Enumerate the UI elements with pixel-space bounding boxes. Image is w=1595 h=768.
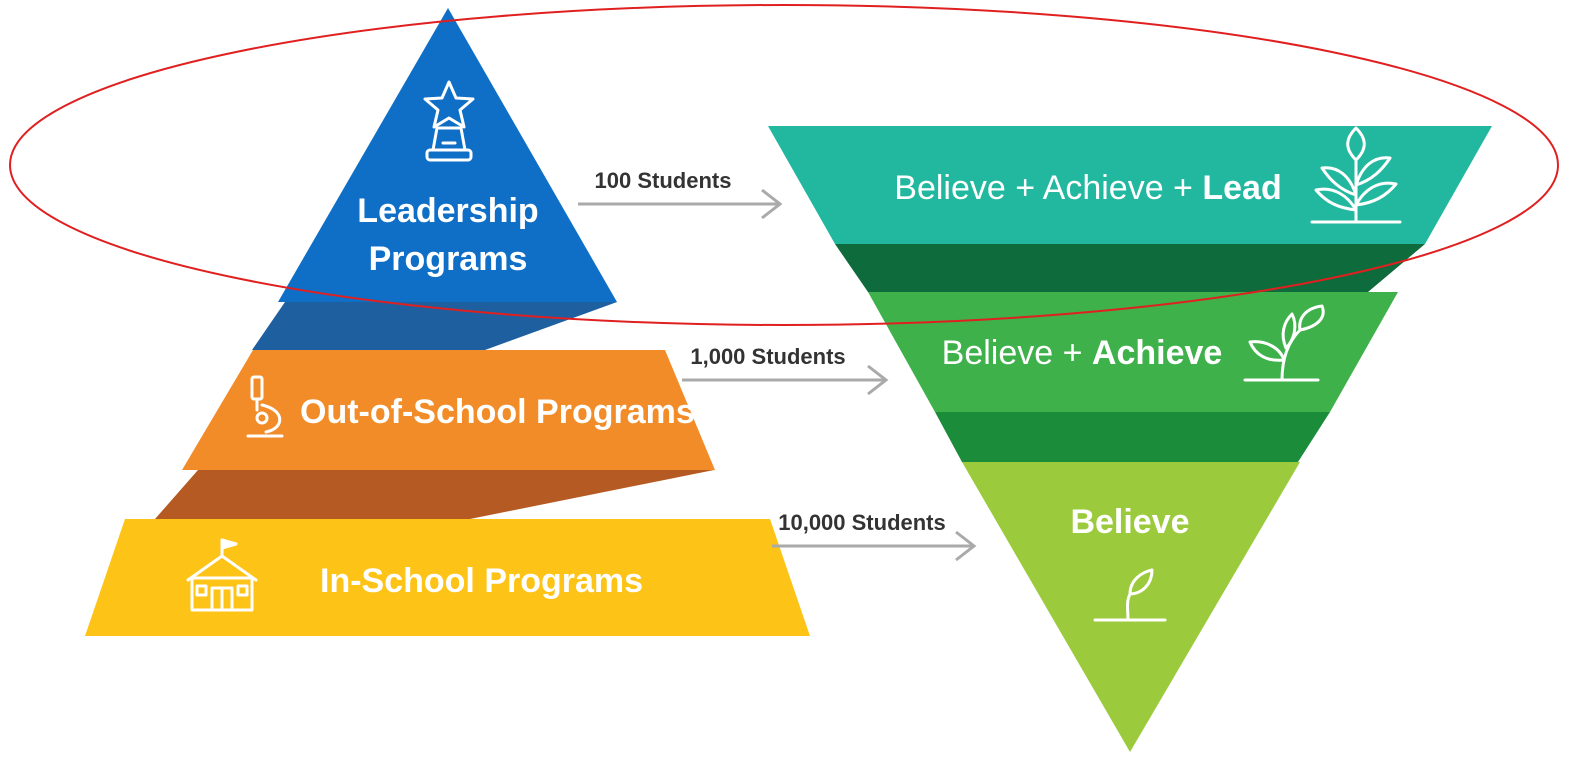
arrow-1000-students	[682, 364, 889, 396]
ribbon-achieve-to-believe	[935, 412, 1330, 462]
leadership-label-line1: Leadership	[357, 192, 538, 230]
schoolhouse-icon	[186, 538, 258, 612]
tier-believe	[962, 462, 1300, 752]
funnel-lead-label: Believe + Achieve + Lead	[894, 169, 1281, 207]
microscope-icon	[246, 375, 284, 438]
arrow-10000-students	[772, 530, 977, 562]
plant-icon	[1243, 304, 1325, 382]
tier-in-school	[85, 519, 810, 636]
funnel-achieve-label: Believe + Achieve	[942, 334, 1223, 372]
star-trophy-icon	[423, 80, 475, 162]
tier-out-of-school	[182, 350, 715, 470]
tree-icon	[1310, 126, 1402, 224]
funnel-achieve-bold: Achieve	[1092, 334, 1222, 372]
arrow-100-students	[578, 188, 783, 220]
funnel-lead-bold: Lead	[1202, 169, 1281, 207]
arrow-label-top: 100 Students	[595, 168, 732, 193]
highlight-ellipse	[9, 4, 1559, 326]
funnel-lead-prefix: Believe + Achieve +	[894, 169, 1202, 207]
funnel-believe-label: Believe	[1070, 503, 1189, 541]
arrow-label-middle: 1,000 Students	[690, 344, 845, 369]
out-of-school-label: Out-of-School Programs	[300, 393, 695, 431]
in-school-label: In-School Programs	[320, 562, 643, 600]
tier-lead	[768, 126, 1492, 244]
ribbon-outschool-to-inschool	[155, 470, 714, 519]
ribbon-lead-to-achieve	[835, 244, 1425, 292]
leadership-label-line2: Programs	[369, 240, 528, 278]
ribbon-leadership-to-outschool	[252, 302, 617, 350]
sprout-icon	[1093, 568, 1167, 622]
arrow-label-bottom: 10,000 Students	[778, 510, 946, 535]
tier-leadership	[278, 8, 617, 302]
tier-achieve	[868, 292, 1398, 412]
funnel-achieve-prefix: Believe +	[942, 334, 1092, 372]
